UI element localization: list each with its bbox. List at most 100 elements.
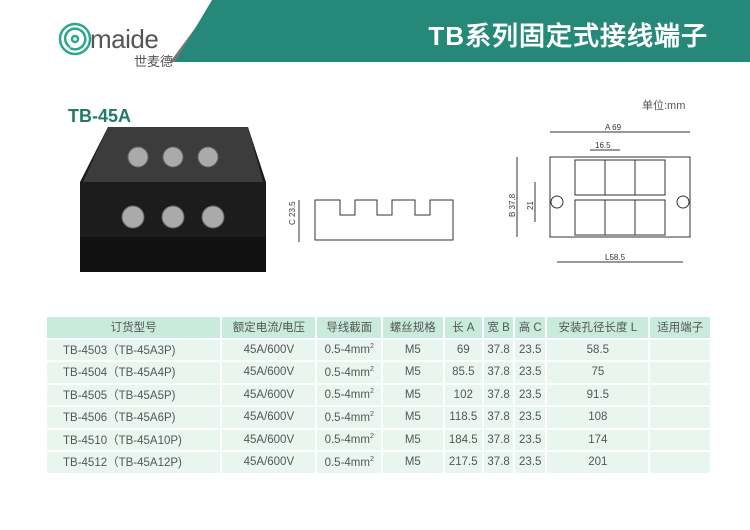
table-cell: 201 (545, 450, 651, 475)
cell-text: TB-4504（TB-45A4P) (63, 367, 176, 380)
cell-text: 23.5 (519, 433, 542, 446)
cell-text: 45A/600V (243, 456, 295, 469)
cell-text: 108 (588, 411, 608, 424)
superscript: 2 (369, 410, 374, 418)
table-cell: TB-4505（TB-45A5P) (44, 382, 223, 407)
table-cell: 45A/600V (220, 360, 318, 385)
cell-text: 118.5 (449, 411, 478, 424)
unit-label: 单位:mm (642, 100, 686, 112)
column-header: 额定电流/电压 (220, 315, 318, 340)
dim-c: C 23.5 (288, 201, 297, 225)
superscript: 2 (369, 388, 374, 396)
cell-text: 184.5 (448, 433, 478, 446)
cell-text: M5 (404, 411, 421, 424)
table-cell: M5 (381, 405, 445, 430)
dim-pitch: 16.5 (595, 141, 611, 150)
table-cell: 69 (442, 337, 484, 362)
table-cell: 23.5 (513, 382, 548, 407)
table-cell: 23.5 (513, 405, 548, 430)
dim-b: B 37.8 (508, 193, 517, 217)
dim-h: 21 (526, 201, 535, 210)
table-cell: 23.5 (513, 450, 548, 475)
page-title: TB系列固定式接线端子 (428, 21, 708, 51)
table-cell: 75 (545, 360, 651, 385)
table-cell (648, 360, 712, 385)
table-cell: 37.8 (481, 337, 516, 362)
table-cell: 23.5 (513, 427, 548, 452)
superscript: 2 (369, 343, 374, 351)
superscript: 2 (369, 455, 374, 463)
dim-l: L58.5 (605, 253, 626, 262)
cell-text: 201 (588, 456, 608, 469)
table-cell (648, 450, 712, 475)
cell-text: 45A/600V (243, 433, 295, 446)
cell-text: 0.5-4mm (324, 411, 370, 424)
cell-text: 91.5 (586, 388, 610, 401)
table-cell: 0.5-4mm2 (315, 450, 384, 475)
cell-text: 37.8 (487, 366, 510, 379)
table-cell: 23.5 (513, 360, 548, 385)
table-cell: 37.8 (481, 450, 516, 475)
table-row: TB-4506（TB-45A6P) 45A/600V 0.5-4mm2 M5 118.5… (44, 405, 712, 430)
cell-text: 0.5-4mm (324, 389, 370, 402)
table-cell: 118.5 (442, 405, 484, 430)
table-cell: 91.5 (545, 382, 651, 407)
cell-text: 37.8 (487, 456, 510, 469)
table-cell: 217.5 (442, 450, 484, 475)
table-cell: TB-4512（TB-45A12P) (44, 450, 223, 475)
table-cell (648, 337, 712, 362)
column-header: 长 A (442, 315, 484, 340)
table-cell: 85.5 (442, 360, 484, 385)
column-header: 螺丝规格 (381, 315, 445, 340)
table-cell: 23.5 (513, 337, 548, 362)
table-cell: M5 (381, 427, 445, 452)
cell-text: 23.5 (519, 388, 542, 401)
table-cell: TB-4506（TB-45A6P) (44, 405, 223, 430)
model-name: TB-45A (68, 106, 132, 126)
cell-text: 37.8 (487, 343, 510, 356)
cell-text: TB-4510（TB-45A10P) (63, 434, 182, 447)
cell-text: TB-4503（TB-45A3P) (63, 344, 176, 357)
cell-text: M5 (404, 366, 421, 379)
table-cell: 37.8 (481, 382, 516, 407)
column-header: 导线截面 (315, 315, 384, 340)
table-cell (648, 405, 712, 430)
cell-text: TB-4506（TB-45A6P) (63, 412, 176, 425)
cell-text: 0.5-4mm (324, 456, 370, 469)
table-cell: M5 (381, 360, 445, 385)
brand-name: maide (90, 24, 159, 54)
top-view-drawing: A 69 16.5 B 37.8 21 L58.5 (508, 123, 691, 263)
table-cell: 184.5 (442, 427, 484, 452)
cell-text: 23.5 (519, 366, 542, 379)
table-cell: 174 (545, 427, 651, 452)
dim-a: A 69 (605, 123, 622, 132)
cell-text: 174 (588, 433, 608, 446)
table-cell: 37.8 (481, 427, 516, 452)
cell-text: 58.5 (586, 343, 610, 356)
cell-text: 45A/600V (243, 343, 295, 356)
table-cell: 0.5-4mm2 (315, 382, 384, 407)
table-cell (648, 382, 712, 407)
cell-text: M5 (404, 343, 421, 356)
table-cell: 45A/600V (220, 405, 318, 430)
table-cell: 45A/600V (220, 427, 318, 452)
cell-text: 23.5 (519, 411, 542, 424)
cell-text: 23.5 (519, 456, 542, 469)
cell-text: 0.5-4mm (324, 366, 370, 379)
cell-text: 217.5 (448, 456, 478, 469)
column-header: 安装孔径长度 L (545, 315, 651, 340)
cell-text: TB-4505（TB-45A5P) (63, 389, 176, 402)
table-cell: M5 (381, 450, 445, 475)
table-cell: 37.8 (481, 405, 516, 430)
cell-text: 0.5-4mm (324, 344, 370, 357)
product-photo (80, 127, 266, 272)
superscript: 2 (369, 433, 374, 441)
table-cell: TB-4504（TB-45A4P) (44, 360, 223, 385)
cell-text: M5 (404, 388, 421, 401)
cell-text: 102 (453, 388, 473, 401)
logo: maide 世麦德 (58, 20, 173, 69)
cell-text: M5 (404, 433, 421, 446)
